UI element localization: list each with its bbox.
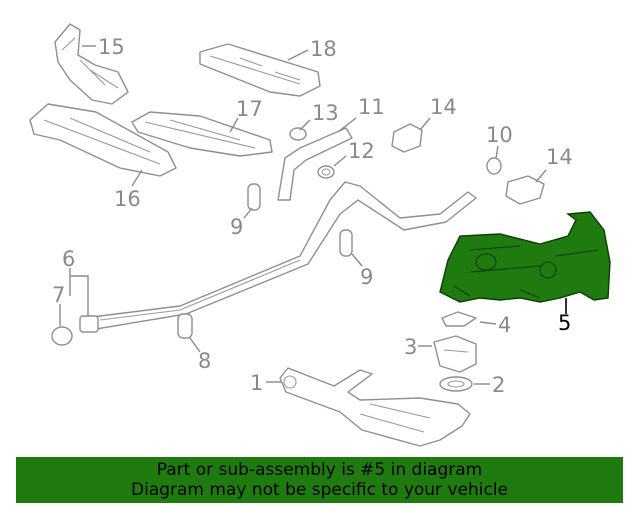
- part-6-pipe-end: [79, 315, 99, 333]
- callout-12: 12: [348, 139, 375, 163]
- part-15-heat-shield: [54, 23, 129, 105]
- callout-6: 6: [62, 247, 75, 271]
- part-14-isolator-upper: [391, 123, 423, 153]
- callout-13: 13: [312, 101, 339, 125]
- part-16-underbody-shield: [29, 103, 177, 177]
- callout-4: 4: [498, 313, 511, 337]
- part-10-hanger: [486, 157, 502, 175]
- callout-8: 8: [198, 349, 211, 373]
- part-5-exhaust-manifold-converter: [439, 211, 611, 303]
- banner-line-2: Diagram may not be specific to your vehi…: [130, 480, 508, 500]
- callout-16: 16: [114, 187, 141, 211]
- part-17-heat-shield: [131, 111, 273, 157]
- exhaust-pipe: [83, 181, 477, 331]
- callout-11: 11: [358, 95, 385, 119]
- callout-2: 2: [492, 373, 505, 397]
- part-7-clamp: [51, 326, 73, 346]
- callout-10: 10: [486, 123, 513, 147]
- callout-3: 3: [404, 335, 417, 359]
- callout-7: 7: [52, 283, 65, 307]
- callout-17: 17: [236, 97, 263, 121]
- callout-9-lower: 9: [360, 265, 373, 289]
- callout-1: 1: [250, 371, 263, 395]
- part-11-pipe: [277, 127, 353, 201]
- part-9-hanger-lower: [339, 229, 353, 257]
- callout-14-upper: 14: [430, 95, 457, 119]
- callout-9-upper: 9: [230, 215, 243, 239]
- part-18-shield-plate: [199, 43, 321, 97]
- callout-18: 18: [310, 37, 337, 61]
- info-banner: Part or sub-assembly is #5 in diagram Di…: [16, 457, 623, 503]
- part-3-bracket: [433, 335, 477, 373]
- part-9-hanger-upper: [247, 183, 261, 211]
- part-2-gasket: [439, 376, 473, 392]
- exhaust-system-diagram: 15 18 16 17 13 11 12 14 14: [29, 23, 611, 447]
- callout-14-lower: 14: [546, 145, 573, 169]
- part-12-seal-ring: [317, 165, 335, 179]
- banner-line-1: Part or sub-assembly is #5 in diagram: [156, 460, 483, 480]
- callout-15: 15: [98, 35, 125, 59]
- part-4-gasket: [441, 311, 477, 327]
- callout-5: 5: [558, 311, 571, 335]
- part-8-hanger: [177, 313, 193, 339]
- part-13-gasket: [289, 127, 307, 141]
- part-14-isolator-lower: [505, 175, 545, 205]
- part-1-converter-assembly: [279, 367, 471, 447]
